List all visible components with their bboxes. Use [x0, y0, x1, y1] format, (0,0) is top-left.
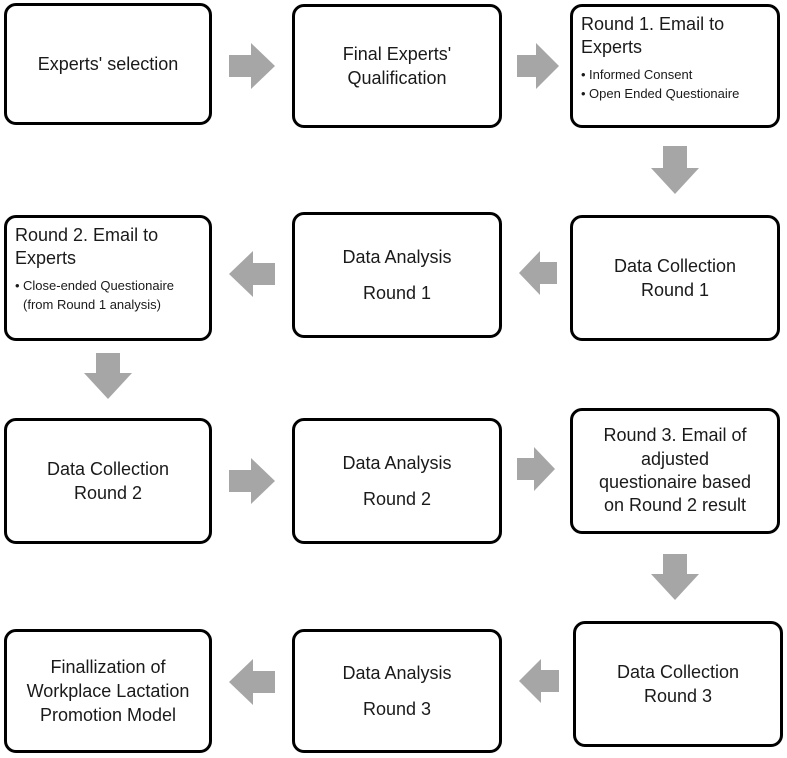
- box-text: Data Collection: [616, 661, 740, 682]
- box-text: Round 3: [362, 699, 432, 719]
- arrow-right-icon: [517, 43, 559, 89]
- box-text: Workplace Lactation: [26, 680, 190, 701]
- data-analysis-round3-box: Data Analysis Round 3: [292, 629, 502, 753]
- box-text: Finallization of: [50, 656, 166, 677]
- round2-email-box: Round 2. Email to Experts Close-ended Qu…: [4, 215, 212, 341]
- box-text: questionaire based: [598, 472, 752, 492]
- experts-selection-box: Experts' selection: [4, 3, 212, 125]
- arrow-down-icon: [84, 353, 132, 399]
- box-text: Round 1: [640, 280, 710, 300]
- box-text: Final Experts': [342, 43, 452, 64]
- arrow-down-icon: [651, 146, 699, 194]
- bullet-list: Informed Consent Open Ended Questionaire: [581, 66, 739, 104]
- box-text: Round 2: [73, 483, 143, 503]
- arrow-right-icon: [229, 458, 275, 504]
- arrow-right-icon: [229, 43, 275, 89]
- box-text: Round 1: [362, 283, 432, 303]
- bullet-item: Close-ended Questionaire (from Round 1 a…: [15, 277, 201, 315]
- arrow-right-icon: [517, 447, 555, 491]
- round3-email-box: Round 3. Email of adjusted questionaire …: [570, 408, 780, 534]
- box-title: Round 1. Email to Experts: [581, 14, 725, 58]
- arrow-left-icon: [229, 659, 275, 705]
- box-text: Round 3. Email of: [603, 425, 747, 446]
- data-collection-round1-box: Data Collection Round 1: [570, 215, 780, 341]
- box-text: on Round 2 result: [603, 495, 747, 516]
- box-text: Data Analysis: [342, 246, 452, 267]
- box-text: Qualification: [347, 68, 447, 88]
- bullet-list: Close-ended Questionaire (from Round 1 a…: [15, 277, 201, 315]
- bullet-item: Open Ended Questionaire: [581, 85, 739, 104]
- box-text: Data Collection: [613, 255, 737, 276]
- box-text: Round 2: [362, 489, 432, 509]
- box-text: Promotion Model: [39, 705, 177, 726]
- data-analysis-round1-box: Data Analysis Round 1: [292, 212, 502, 338]
- box-text: Data Analysis: [342, 452, 452, 473]
- arrow-down-icon: [651, 554, 699, 600]
- finalization-box: Finallization of Workplace Lactation Pro…: [4, 629, 212, 753]
- box-text: Round 3: [643, 686, 713, 706]
- arrow-left-icon: [519, 659, 559, 703]
- box-title: Round 2. Email to Experts: [15, 225, 159, 269]
- arrow-left-icon: [519, 251, 557, 295]
- box-text: adjusted: [640, 448, 710, 469]
- box-text: Experts' selection: [37, 53, 179, 74]
- box-text: Data Collection: [46, 458, 170, 479]
- box-text: Data Analysis: [342, 662, 452, 683]
- round1-email-box: Round 1. Email to Experts Informed Conse…: [570, 4, 780, 128]
- data-analysis-round2-box: Data Analysis Round 2: [292, 418, 502, 544]
- data-collection-round3-box: Data Collection Round 3: [573, 621, 783, 747]
- final-experts-qualification-box: Final Experts' Qualification: [292, 4, 502, 128]
- data-collection-round2-box: Data Collection Round 2: [4, 418, 212, 544]
- bullet-item: Informed Consent: [581, 66, 739, 85]
- arrow-left-icon: [229, 251, 275, 297]
